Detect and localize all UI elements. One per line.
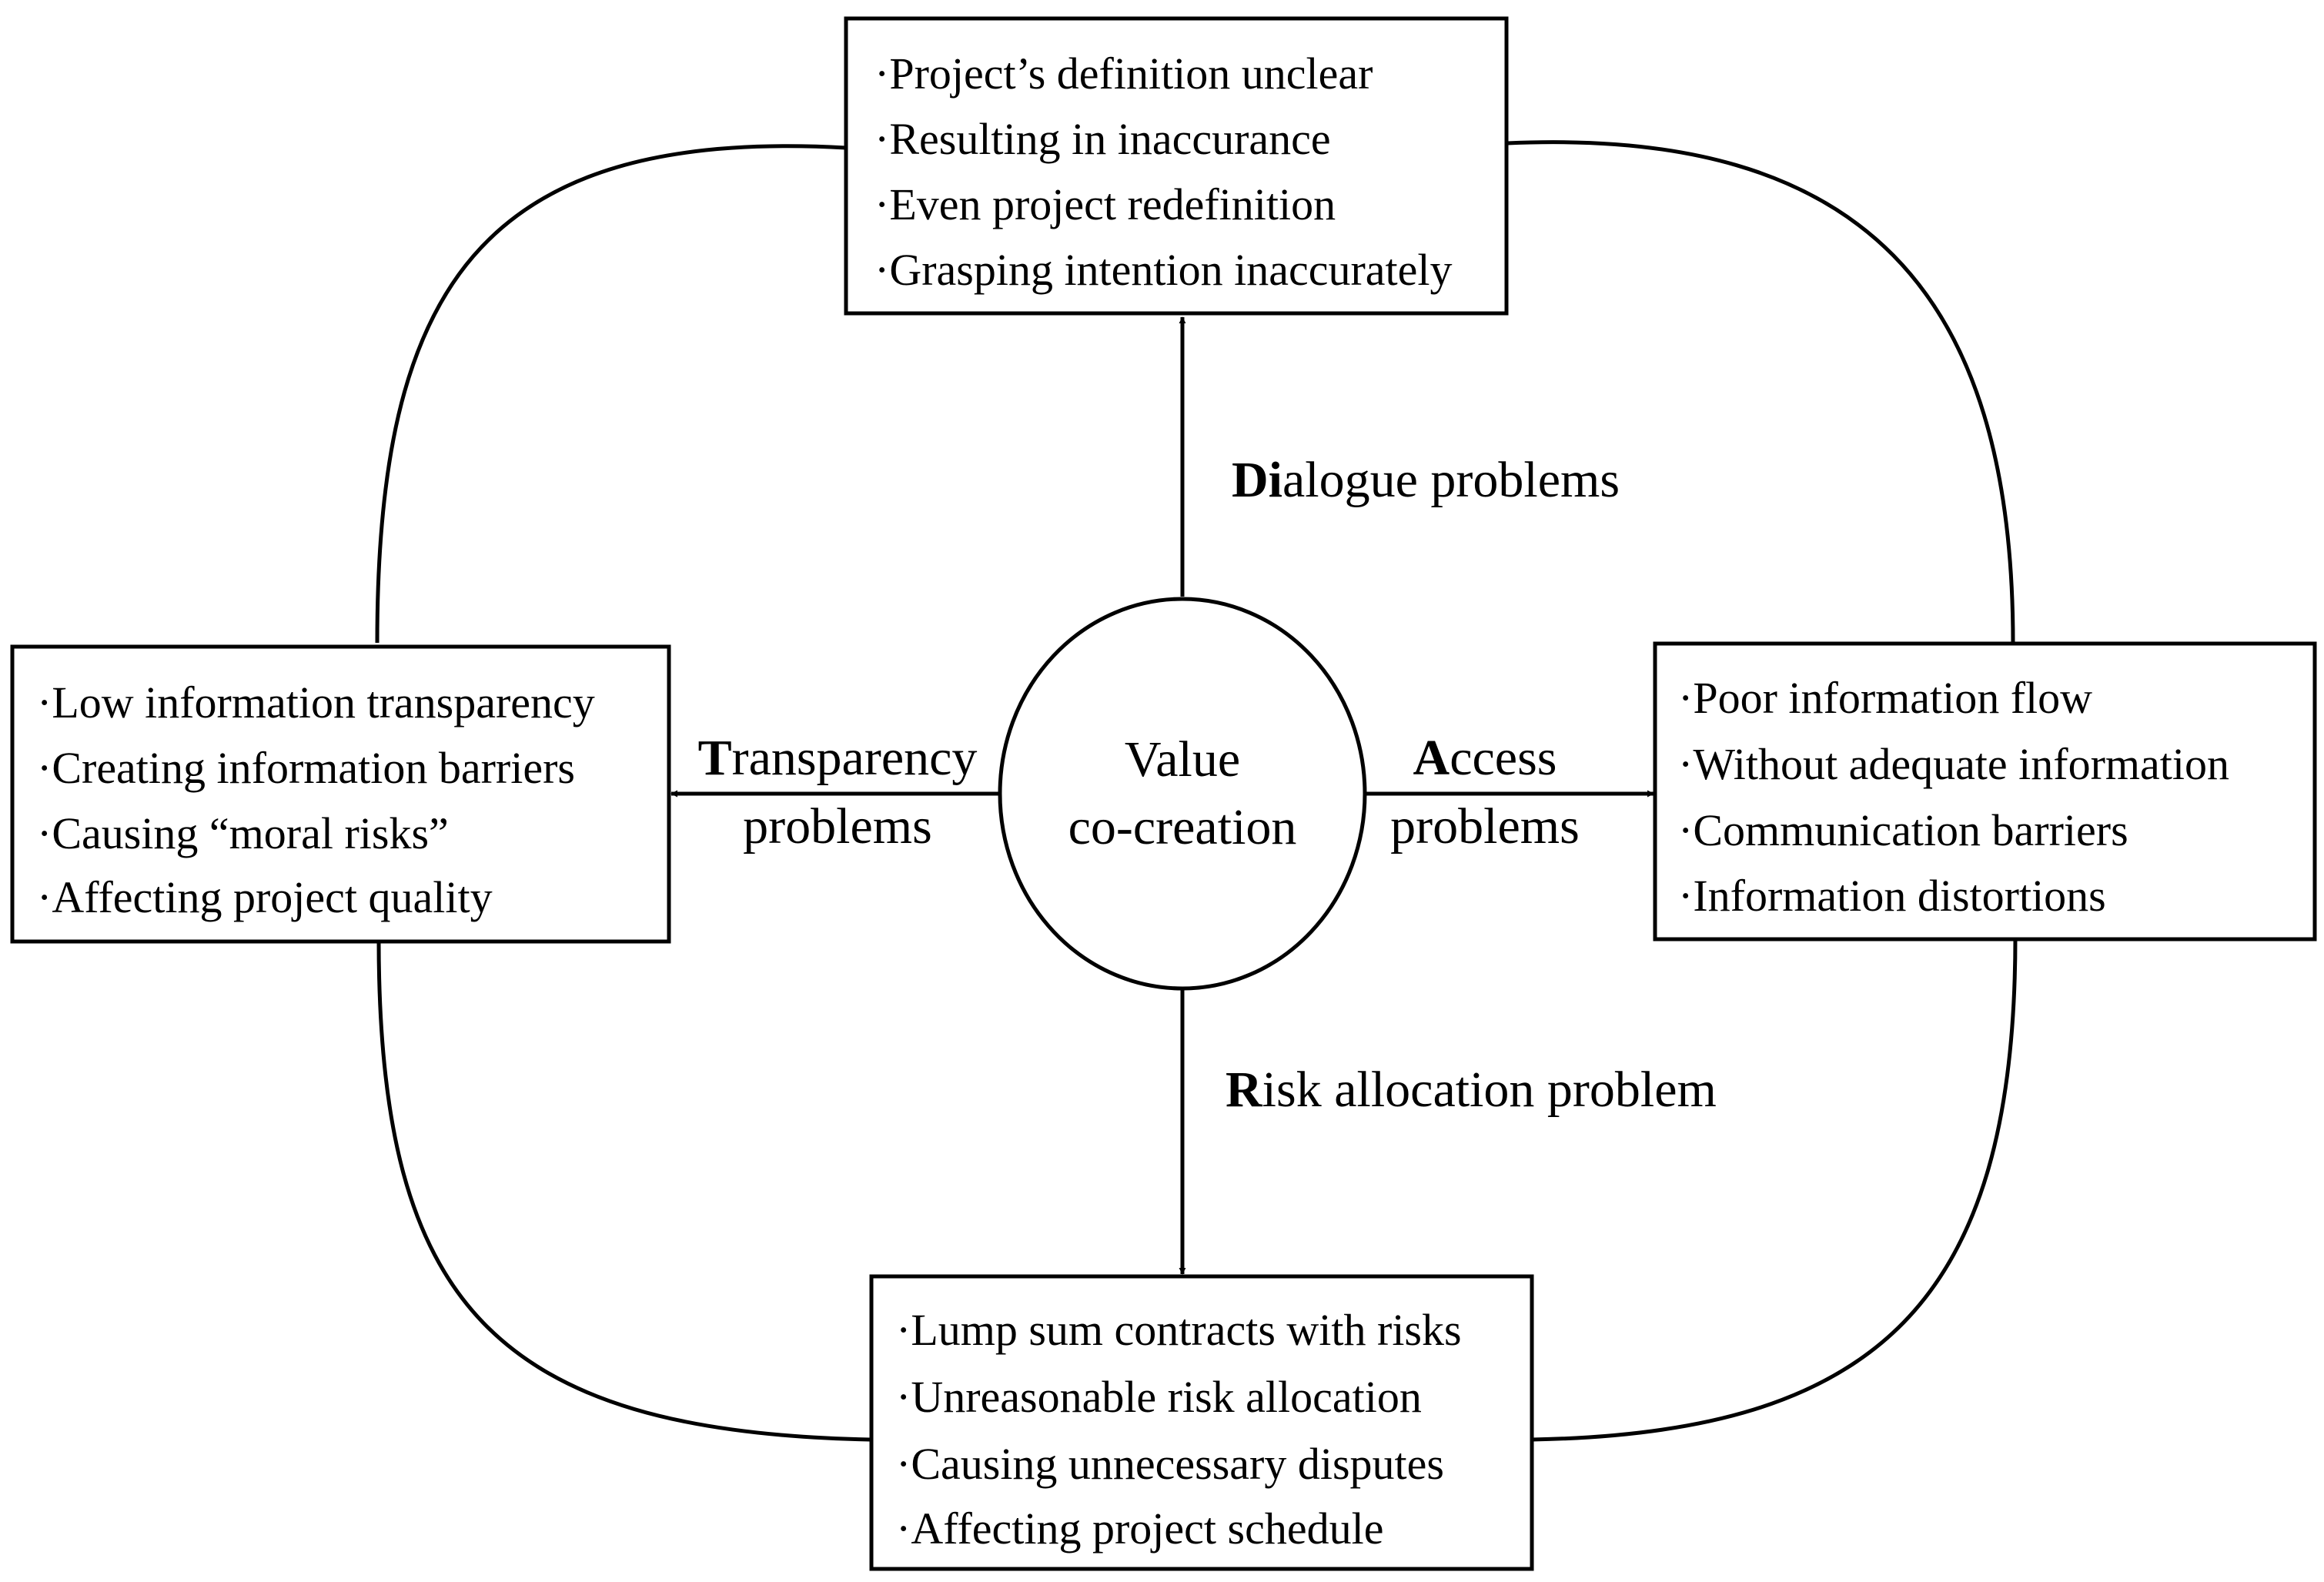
right-box-item: ·Poor information flow	[1678, 673, 2092, 723]
access-label-rest: ccess	[1450, 730, 1557, 786]
access-problems-label-line2: problems	[1390, 798, 1580, 855]
left-box-item: ·Causing “moral risks”	[37, 808, 449, 858]
right-box-item: ·Information distortions	[1678, 871, 2106, 921]
left-box-item: ·Creating information barriers	[37, 743, 575, 793]
center-label-line2: co-creation	[1068, 799, 1297, 855]
risk-allocation-problem-label: Risk allocation problem	[1226, 1062, 1717, 1118]
outer-arc-bottom-left	[376, 940, 871, 1442]
outer-arc-top-left	[375, 144, 847, 644]
right-problem-box	[1653, 641, 2317, 942]
bottom-box-item: ·Lump sum contracts with risks	[896, 1305, 1462, 1355]
top-box-item: ·Project’s definition unclear	[874, 48, 1373, 99]
left-box-item: ·Affecting project quality	[37, 872, 493, 922]
transparency-label-lead: T	[698, 730, 732, 786]
center-circle	[998, 597, 1367, 991]
left-problem-box	[10, 644, 671, 944]
top-box-item: ·Even project redefinition	[874, 179, 1336, 229]
transparency-label-rest: ransparency	[732, 730, 978, 786]
outer-arc-top-right	[1506, 140, 2015, 644]
risk-label-lead: R	[1226, 1062, 1263, 1118]
access-problems-label: Access	[1413, 730, 1557, 786]
bottom-box-item: ·Causing unnecessary disputes	[896, 1439, 1444, 1489]
transparency-problems-label-line2: problems	[743, 798, 932, 855]
dialogue-problems-label: Dialogue problems	[1232, 452, 1620, 508]
bottom-box-item: ·Affecting project schedule	[896, 1503, 1383, 1554]
bottom-box-item: ·Unreasonable risk allocation	[896, 1372, 1422, 1422]
top-box-item: ·Grasping intention inaccurately	[874, 245, 1453, 295]
access-label-lead: A	[1413, 730, 1450, 786]
top-problem-box	[844, 16, 1509, 316]
transparency-problems-label: Transparency	[698, 730, 978, 786]
dialogue-label-lead: Di	[1232, 452, 1282, 508]
top-box-item: ·Resulting in inaccurance	[874, 114, 1331, 164]
right-box-item: ·Without adequate information	[1678, 739, 2229, 789]
dialogue-label-rest: alogue problems	[1282, 452, 1620, 508]
center-label-line1: Value	[1125, 731, 1240, 788]
left-box-item: ·Low information transparency	[37, 677, 595, 727]
risk-label-rest: isk allocation problem	[1262, 1062, 1717, 1118]
right-box-item: ·Communication barriers	[1678, 805, 2128, 855]
outer-arc-bottom-right	[1531, 937, 2018, 1442]
bottom-problem-box	[869, 1274, 1534, 1571]
